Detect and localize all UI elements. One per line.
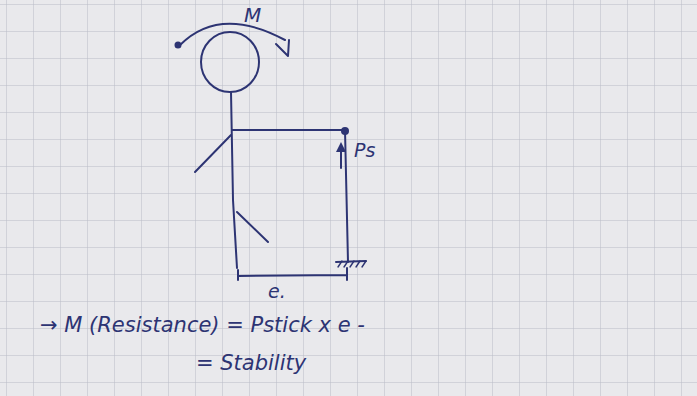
stability-text: = Stability — [196, 352, 306, 375]
force-arrow — [340, 150, 342, 168]
dimension-label: e. — [268, 281, 286, 302]
arrow-head — [276, 40, 289, 56]
head — [201, 32, 259, 92]
moment-label: M — [244, 4, 261, 26]
arm — [195, 135, 231, 172]
stick — [345, 130, 348, 262]
dimension-line — [238, 268, 347, 280]
ground — [336, 261, 366, 262]
equation-text: → M (Resistance) = Pstick x e - — [40, 314, 365, 337]
leg — [237, 212, 268, 242]
arm-to-stick — [232, 129, 345, 131]
moment-arrow — [180, 24, 285, 45]
force-label: Ps — [354, 140, 375, 161]
body — [231, 92, 237, 268]
